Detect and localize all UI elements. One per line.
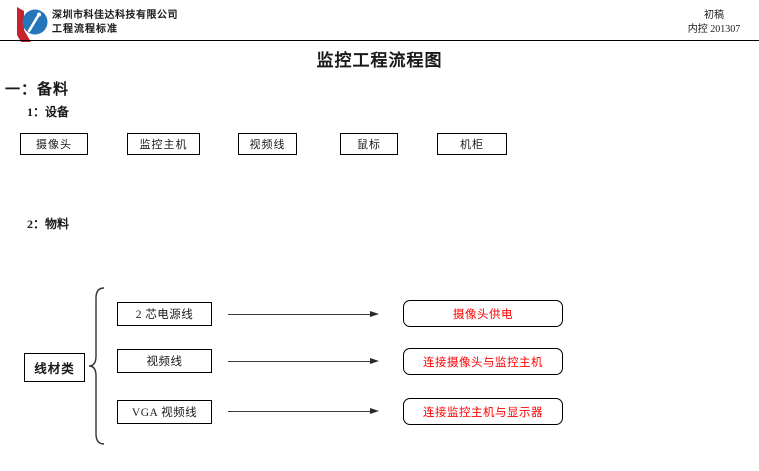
- draft-status: 初稿: [704, 10, 724, 21]
- material-box-power-cable: 2 芯电源线: [117, 302, 212, 326]
- equipment-box-video-cable: 视频线: [238, 133, 297, 155]
- logo-pen-stroke: [27, 14, 40, 33]
- flow-arrow-3: [228, 407, 379, 414]
- flow-arrow-2: [228, 357, 379, 364]
- page-title: 监控工程流程图: [316, 51, 443, 70]
- equipment-box-mouse: 鼠标: [340, 133, 398, 155]
- control-number: 内控 201307: [687, 24, 741, 35]
- subsection-heading-materials: 2：物料: [27, 217, 70, 231]
- purpose-box-camera-to-host: 连接摄像头与监控主机: [403, 348, 563, 375]
- equipment-box-monitor-host: 监控主机: [127, 133, 200, 155]
- equipment-box-cabinet: 机柜: [437, 133, 507, 155]
- document-type: 工程流程标准: [52, 24, 118, 35]
- company-logo-icon: [17, 7, 48, 42]
- section-heading-prepare: 一：备料: [5, 82, 70, 98]
- header-right-block: 初稿 内控 201307: [679, 9, 749, 37]
- subsection-heading-equipment: 1：设备: [27, 105, 70, 119]
- material-box-vga-cable: VGA 视频线: [117, 400, 212, 424]
- flow-arrow-1: [228, 310, 379, 317]
- equipment-box-camera: 摄像头: [20, 133, 88, 155]
- left-curly-brace: [88, 287, 105, 445]
- purpose-box-camera-power: 摄像头供电: [403, 300, 563, 327]
- material-box-video-cable: 视频线: [117, 349, 212, 373]
- logo-pen-dot: [37, 12, 41, 17]
- purpose-box-host-to-display: 连接监控主机与显示器: [403, 398, 563, 425]
- header-divider: [0, 40, 759, 41]
- cable-category-box: 线材类: [24, 353, 85, 382]
- company-name: 深圳市科佳达科技有限公司: [52, 10, 178, 21]
- letterhead: 深圳市科佳达科技有限公司 工程流程标准: [52, 9, 178, 37]
